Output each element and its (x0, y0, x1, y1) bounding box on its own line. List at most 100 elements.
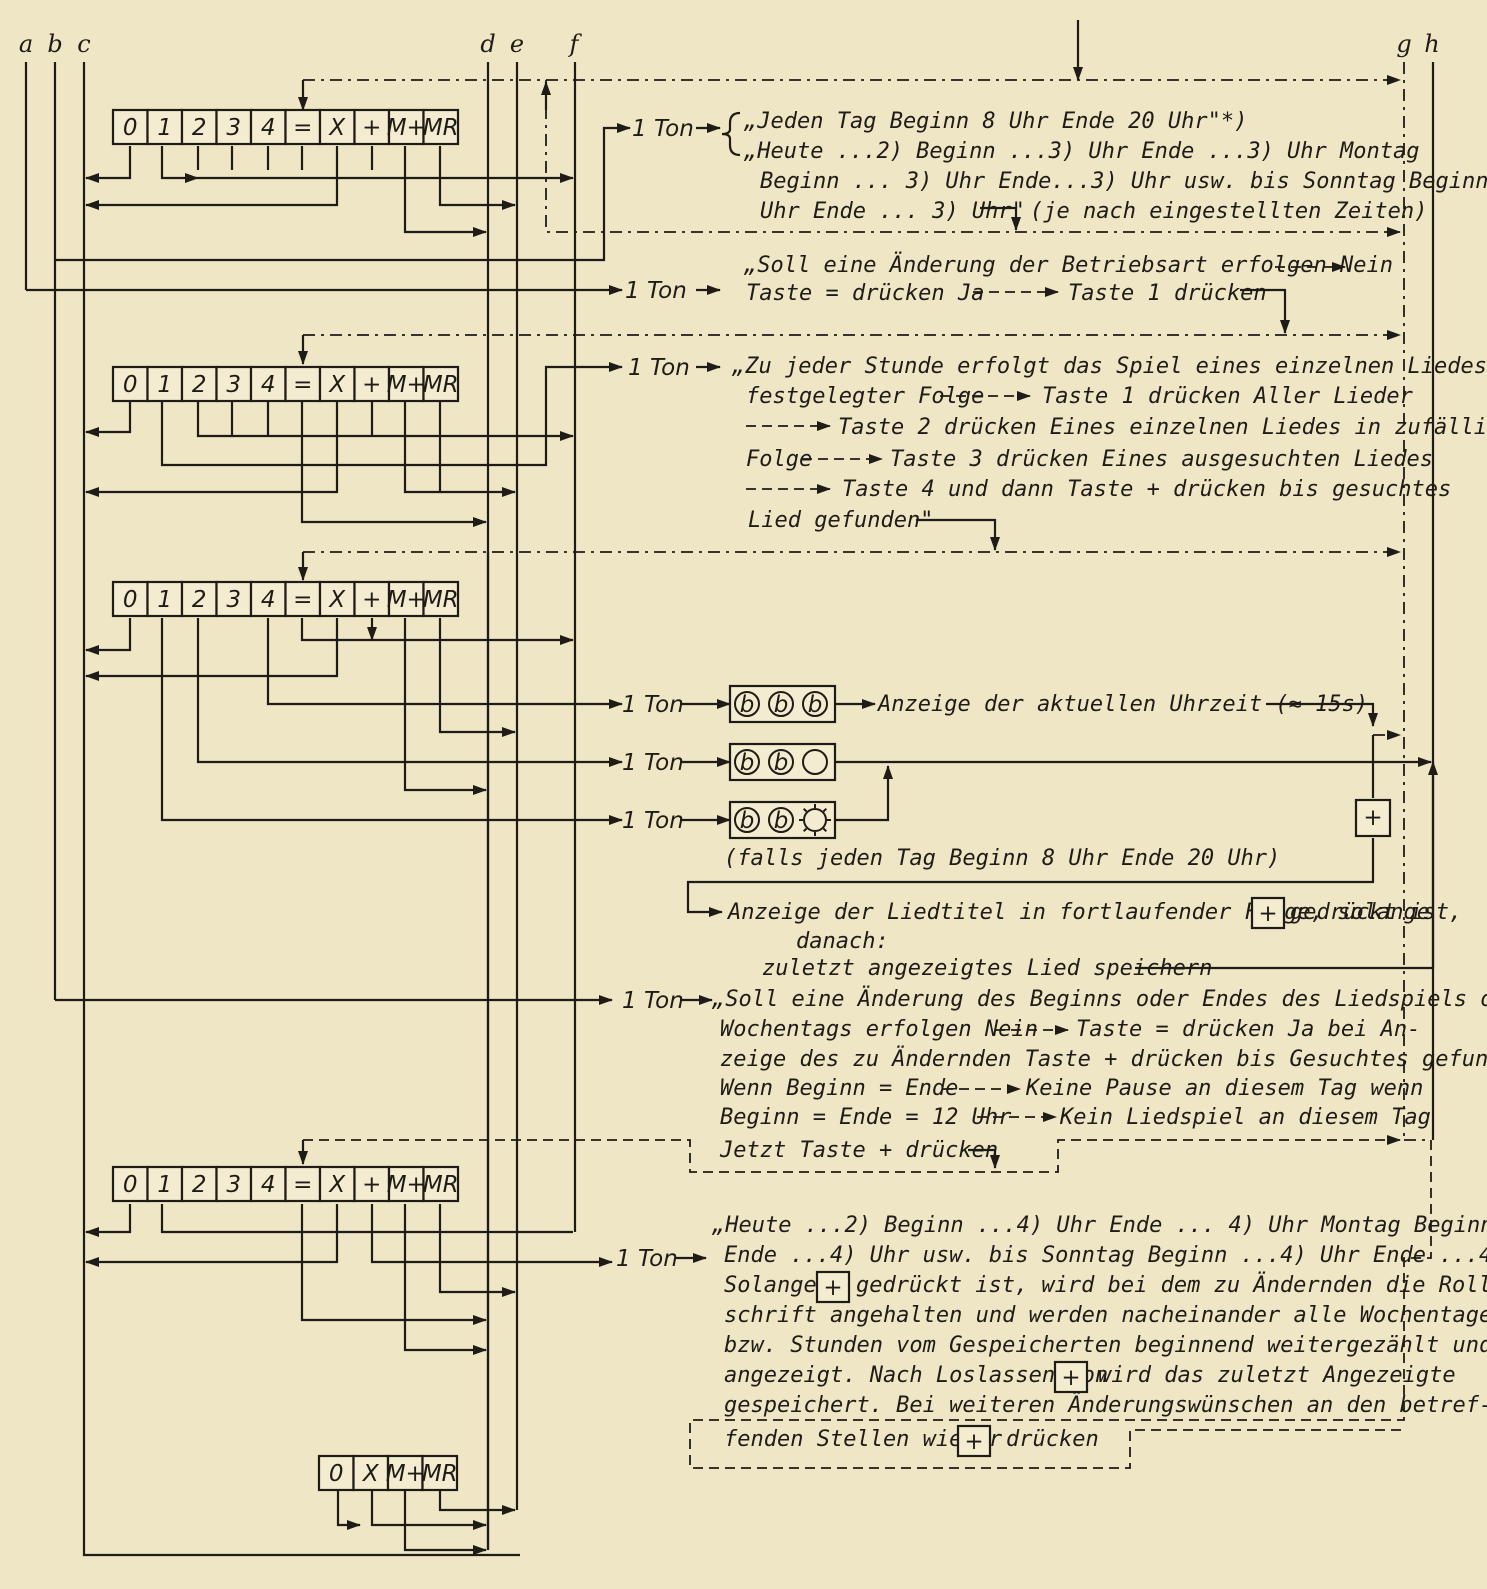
key-label: 0 (123, 115, 138, 141)
line-label-a: a (19, 30, 33, 58)
block-3-wiring (85, 547, 1401, 825)
message-8-line-2: Ende ...4) Uhr usw. bis Sonntag Beginn .… (724, 1243, 1487, 1268)
message-7-line-2b: Taste = drücken Ja bei An- (1076, 1017, 1420, 1042)
key-label: 3 (226, 372, 241, 398)
key-0: 0 (111, 580, 149, 618)
key-label: 1 (157, 115, 172, 141)
key-label: 0 (123, 372, 138, 398)
key-x: X (318, 580, 356, 618)
message-8-line-8b: drücken (1006, 1427, 1099, 1452)
key-label: 3 (226, 587, 241, 613)
key-label: 0 (329, 1461, 344, 1487)
key-label: X (328, 1172, 346, 1198)
key-plus: + (353, 108, 391, 146)
lamp-symbol: b (774, 808, 789, 834)
inline-plus-key: + (1250, 896, 1286, 930)
message-7-line-4b: Keine Pause an diesem Tag wenn (1025, 1076, 1423, 1101)
key-label: X (328, 587, 346, 613)
key-4: 4 (249, 580, 287, 618)
key-1: 1 (146, 1165, 184, 1203)
message-8-line-1: „Heute ...2) Beginn ...4) Uhr Ende ... 4… (711, 1213, 1487, 1238)
plus-key-right: + (1354, 798, 1392, 838)
message-8-line-5: bzw. Stunden vom Gespeicherten beginnend… (724, 1333, 1487, 1358)
key-label: 3 (226, 115, 241, 141)
blinking-lamp-icon (799, 804, 831, 836)
key-label: 1 (157, 1172, 172, 1198)
message-1-line-4b: (je nach eingestellten Zeiten) (1030, 199, 1427, 224)
lamp-off-icon (802, 749, 828, 775)
key-label: 2 (192, 1172, 207, 1198)
message-7-line-5b: Kein Liedspiel an diesem Tag (1059, 1105, 1431, 1130)
key-label: 2 (192, 587, 207, 613)
tone-label: 1 Ton (622, 692, 684, 718)
key-label: 0 (123, 587, 138, 613)
tone-label: 1 Ton (622, 808, 684, 834)
message-3-line-6: Lied gefunden" (748, 508, 933, 533)
message-2-line-2a: Taste = drücken Ja (746, 281, 984, 306)
key-label: MR (423, 587, 459, 613)
inline-plus-key: + (815, 1270, 851, 1304)
message-8-line-7: gespeichert. Bei weiteren Änderungswünsc… (724, 1392, 1487, 1418)
lamp-symbol: b (774, 750, 789, 776)
message-arrows (676, 111, 1346, 1263)
lamp-symbol: b (740, 692, 755, 718)
message-8-line-3a: Solange (724, 1273, 817, 1298)
key-4: 4 (249, 108, 287, 146)
key-label: 4 (261, 115, 276, 141)
key-0: 0 (111, 108, 149, 146)
key-label: + (362, 587, 381, 613)
line-c (82, 62, 520, 1557)
tone-label: 1 Ton (632, 116, 694, 142)
message-1-line-2: „Heute ...2) Beginn ...3) Uhr Ende ...3)… (743, 139, 1420, 164)
key-label: M+ (387, 372, 426, 398)
message-8-line-6a: angezeigt. Nach Loslassen von (724, 1363, 1108, 1388)
message-4: Anzeige der aktuellen Uhrzeit (≈ 15s) (876, 692, 1368, 717)
key-label: X (328, 115, 346, 141)
key-label: MR (423, 115, 459, 141)
key-mr: MR (422, 108, 460, 146)
message-6-line-1a: Anzeige der Liedtitel in fortlaufender F… (726, 900, 1430, 925)
message-6-line-2: danach: (796, 929, 889, 954)
key-0: 0 (111, 1165, 149, 1203)
message-8-line-4: schrift angehalten und werden nacheinand… (724, 1303, 1487, 1328)
key-x: X (352, 1454, 390, 1492)
lamp-on-icon: b (768, 807, 794, 834)
message-7-line-5a: Beginn = Ende = 12 Uhr (720, 1105, 1012, 1130)
tone-label: 1 Ton (625, 278, 687, 304)
key-plus: + (353, 1165, 391, 1203)
message-1-line-1: „Jeden Tag Beginn 8 Uhr Ende 20 Uhr"*) (743, 109, 1247, 134)
key-label: X (328, 372, 346, 398)
key-label: MR (423, 372, 459, 398)
line-label-d: d (480, 30, 495, 58)
inline-plus-key: + (956, 1424, 992, 1458)
line-label-e: e (510, 30, 524, 58)
message-7-line-3: zeige des zu Ändernden Taste + drücken b… (720, 1046, 1487, 1072)
key-x: X (318, 108, 356, 146)
key-1: 1 (146, 365, 184, 403)
key-label: M+ (386, 1461, 425, 1487)
key-3: 3 (215, 1165, 253, 1203)
key-label: MR (423, 1172, 459, 1198)
plus-key-label: + (1363, 805, 1382, 831)
message-6-line-1b: gedrückt ist, (1290, 900, 1462, 925)
lamp-on-icon: b (802, 691, 828, 718)
lamp-symbol: b (774, 692, 789, 718)
line-label-c: c (77, 30, 90, 58)
key-label: X (362, 1461, 380, 1487)
key-2: 2 (180, 365, 218, 403)
tone-label: 1 Ton (628, 355, 690, 381)
key-label: = (293, 372, 312, 398)
line-label-b: b (47, 30, 62, 58)
key-mplus: M+ (387, 580, 426, 618)
key-label: + (362, 372, 381, 398)
message-7-line-4a: Wenn Beginn = Ende (720, 1076, 958, 1101)
lamp-on-icon: b (734, 691, 760, 718)
key-2: 2 (180, 108, 218, 146)
message-7-line-2a: Wochentags erfolgen Nein (720, 1017, 1038, 1042)
key-0: 0 (317, 1454, 355, 1492)
